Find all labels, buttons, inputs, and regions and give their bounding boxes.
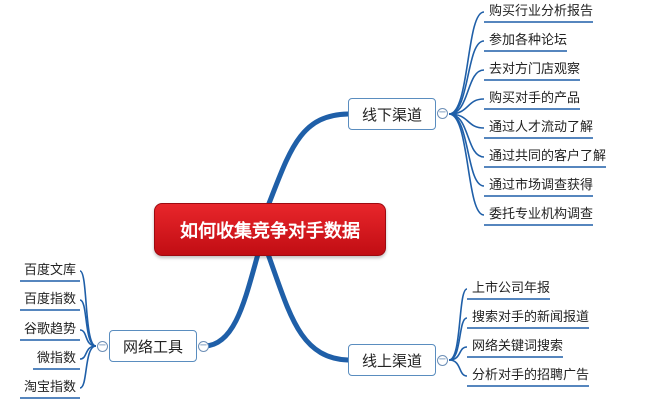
leaf-offline-3[interactable]: 购买对手的产品 [489, 91, 581, 106]
leaf-online-2[interactable]: 网络关键词搜索 [472, 339, 564, 354]
leaf-line-offline-6 [448, 113, 485, 187]
leaf-offline-0[interactable]: 购买行业分析报告 [489, 4, 594, 19]
collapse-offline-icon[interactable]: − [437, 107, 448, 119]
leaf-tools-2[interactable]: 谷歌趋势 [24, 322, 77, 337]
leaf-line-online-3 [448, 359, 468, 377]
topic-offline-label: 线下渠道 [362, 105, 423, 124]
leaf-offline-2[interactable]: 去对方门店观察 [489, 62, 581, 77]
leaf-offline-6[interactable]: 通过市场调查获得 [489, 178, 594, 193]
leaf-online-3[interactable]: 分析对手的招聘广告 [472, 368, 590, 383]
leaf-tools-3[interactable]: 微指数 [37, 351, 77, 366]
collapse-tools-icon[interactable]: − [97, 340, 108, 352]
leaf-line-tools-1 [79, 299, 97, 347]
leaf-line-online-1 [448, 317, 468, 361]
leaf-online-0[interactable]: 上市公司年报 [472, 281, 551, 296]
topic-online-label: 线上渠道 [362, 351, 423, 370]
leaf-line-offline-7 [448, 113, 485, 216]
leaf-offline-1[interactable]: 参加各种论坛 [489, 33, 568, 48]
branch-line-offline [265, 111, 351, 209]
leaf-offline-7[interactable]: 委托专业机构调查 [489, 207, 594, 222]
topic-offline-channels[interactable]: 线下渠道 [348, 98, 436, 130]
leaf-tools-0[interactable]: 百度文库 [24, 263, 77, 278]
leaf-online-1[interactable]: 搜索对手的新闻报道 [472, 310, 590, 325]
central-topic[interactable]: 如何收集竞争对手数据 [154, 203, 386, 256]
leaf-offline-4[interactable]: 通过人才流动了解 [489, 120, 594, 135]
topic-tools-label: 网络工具 [123, 337, 184, 356]
leaf-tools-4[interactable]: 淘宝指数 [24, 380, 77, 395]
leaf-offline-5[interactable]: 通过共同的客户了解 [489, 149, 607, 164]
topic-online-channels[interactable]: 线上渠道 [348, 344, 436, 376]
leaf-line-offline-0 [448, 11, 485, 115]
leaf-line-tools-4 [79, 345, 97, 389]
branch-line-tools [202, 251, 261, 349]
branch-line-online [265, 251, 351, 363]
collapse-tools-right-icon[interactable]: − [198, 340, 209, 352]
leaf-tools-1[interactable]: 百度指数 [24, 292, 77, 307]
collapse-online-icon[interactable]: − [437, 354, 448, 366]
topic-network-tools[interactable]: 网络工具 [109, 330, 197, 362]
leaf-line-offline-1 [448, 40, 485, 115]
